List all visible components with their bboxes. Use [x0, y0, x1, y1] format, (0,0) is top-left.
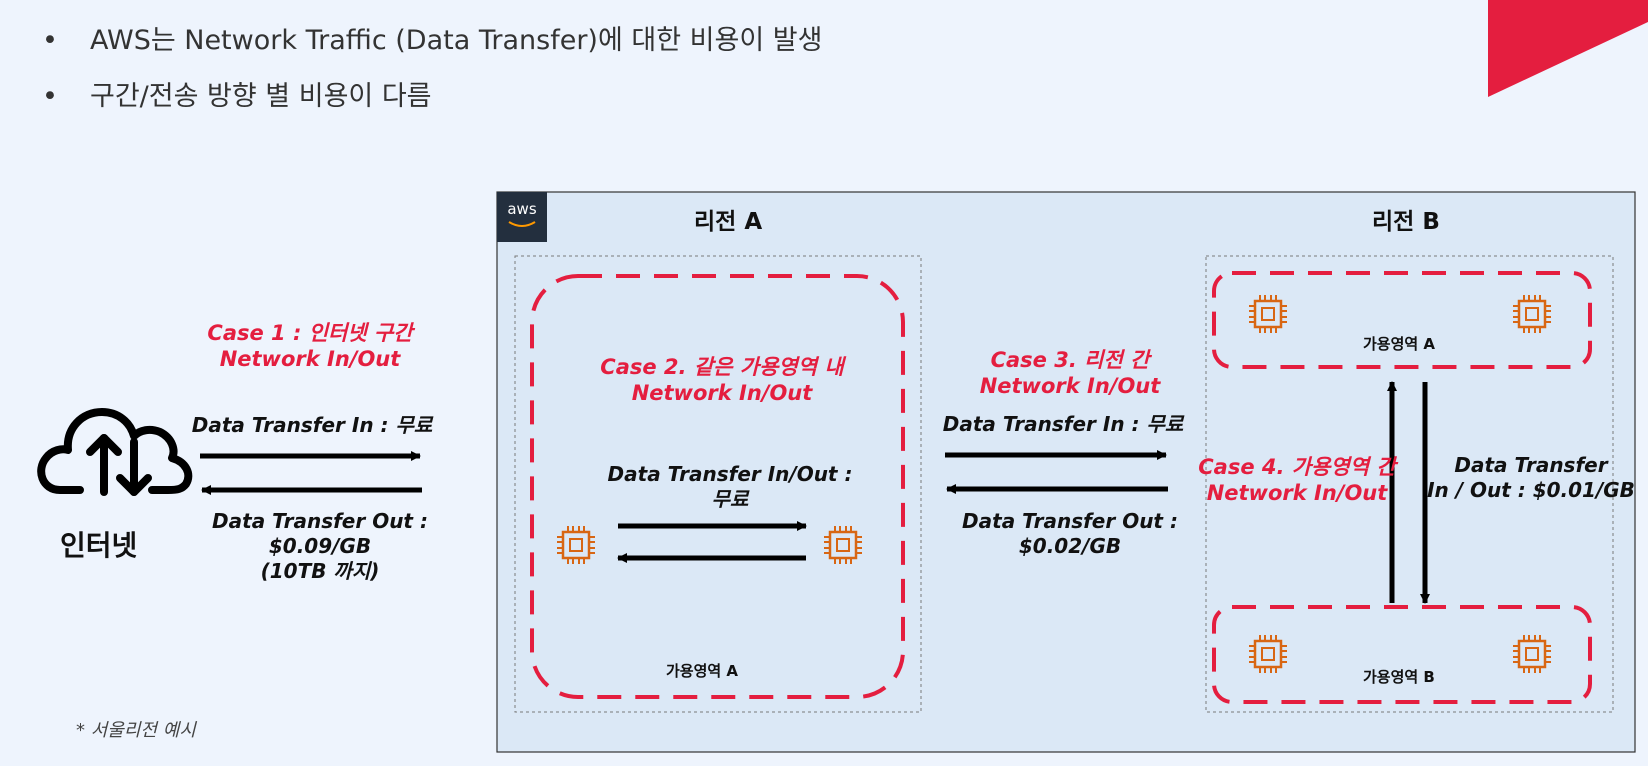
cloud-upload-download-icon	[37, 408, 193, 496]
case4-cost-label: Data Transfer In / Out : $0.01/GB	[1427, 453, 1635, 502]
case3-out-label: Data Transfer Out : $0.02/GB	[962, 509, 1178, 558]
az-label-region-b-b: 가용영역 B	[1363, 668, 1435, 686]
case4-title: Case 4. 가용영역 간 Network In/Out	[1198, 455, 1396, 505]
aws-cloud-panel	[496, 191, 1636, 753]
az-label-region-a: 가용영역 A	[666, 662, 739, 680]
az-a-region-a	[530, 274, 905, 699]
region-a-box	[514, 255, 922, 713]
aws-logo: aws	[497, 192, 547, 242]
az-b-region-b	[1212, 605, 1592, 704]
case3-title: Case 3. 리전 간 Network In/Out	[979, 348, 1161, 398]
case2-cost-label: Data Transfer In/Out : 무료	[607, 462, 853, 511]
az-label-region-b-a: 가용영역 A	[1363, 335, 1436, 353]
az-a-region-b	[1212, 271, 1592, 369]
case2-title: Case 2. 같은 가용영역 내 Network In/Out	[600, 355, 844, 405]
footnote: * 서울리전 예시	[76, 720, 196, 741]
corner-accent	[1488, 0, 1648, 97]
internet-label: 인터넷	[60, 529, 138, 562]
case1-in-label: Data Transfer In : 무료	[191, 413, 433, 437]
case1-out-label: Data Transfer Out : $0.09/GB (10TB 까지)	[212, 509, 428, 583]
bullet-list: •AWS는 Network Traffic (Data Transfer)에 대…	[42, 22, 822, 134]
region-a-title: 리전 A	[694, 209, 763, 235]
case1-title: Case 1 : 인터넷 구간 Network In/Out	[207, 321, 413, 371]
aws-smile-icon	[508, 221, 536, 227]
region-b-title: 리전 B	[1372, 209, 1440, 235]
case3-in-label: Data Transfer In : 무료	[942, 412, 1184, 436]
bullet-item: •구간/전송 방향 별 비용이 다름	[42, 81, 432, 112]
bullet-item: •AWS는 Network Traffic (Data Transfer)에 대…	[42, 25, 823, 56]
